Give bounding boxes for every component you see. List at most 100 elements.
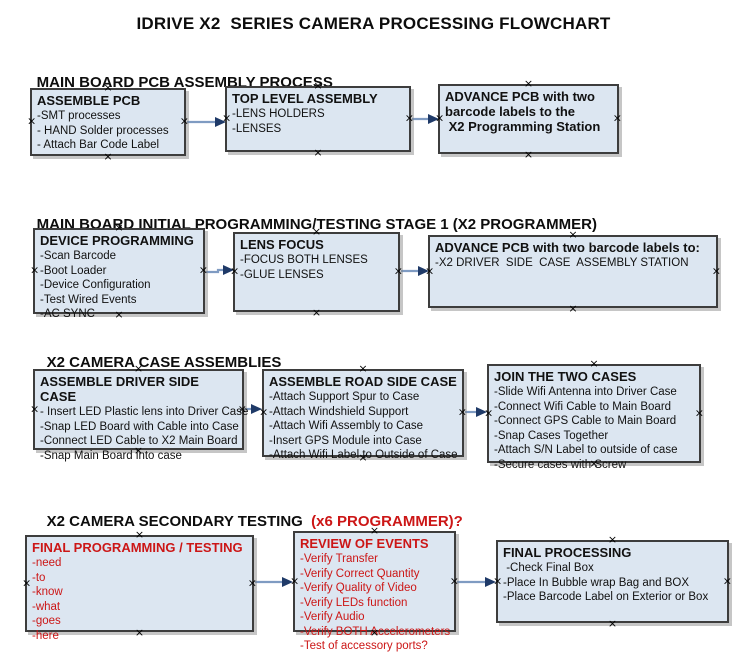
box-line-item: -Snap Cases Together xyxy=(494,429,609,442)
box-line-item: -Verify BOTH Accelerometers xyxy=(300,625,451,638)
anchor-handle-icon: × xyxy=(311,306,322,319)
box-lines: -SMT processes- HAND Solder processes- A… xyxy=(37,109,179,153)
box-line-item: -LENS HOLDERS xyxy=(232,108,325,120)
anchor-handle-icon: × xyxy=(103,81,113,94)
connector-arrow xyxy=(255,577,293,587)
flow-box-review-of-events: REVIEW OF EVENTS -Verify Transfer-Verify… xyxy=(290,525,459,652)
connector-arrow xyxy=(465,407,487,417)
anchor-handle-icon: × xyxy=(607,617,618,630)
box-line-item: - Attach Bar Code Label xyxy=(37,139,160,151)
box-title: LENS FOCUS xyxy=(240,237,324,252)
box-lines: -FOCUS BOTH LENSES -GLUE LENSES xyxy=(240,253,393,282)
box-line-item: - HAND Solder processes xyxy=(37,124,169,137)
anchor-handle-icon: × xyxy=(313,146,323,159)
anchor-handle-icon: × xyxy=(568,228,578,241)
box-line-item: -know xyxy=(32,586,63,598)
box-line-item: -need xyxy=(32,557,62,569)
anchor-handle-icon: × xyxy=(198,263,208,277)
box-title: ASSEMBLE DRIVER SIDE CASE xyxy=(40,374,203,404)
box-lines: -LENS HOLDERS -LENSES xyxy=(232,107,404,136)
box-line-item: -Connect GPS Cable to Main Board xyxy=(494,415,677,427)
box-line-item: -Verify LEDs function xyxy=(300,596,408,609)
anchor-handle-icon: × xyxy=(27,114,37,128)
box-lines: -Check Final Box-Place In Bubble wrap Ba… xyxy=(503,561,722,605)
anchor-handle-icon: × xyxy=(22,576,32,590)
heading-suffix: (x6 PROGRAMMER)? xyxy=(311,513,463,530)
box-line-item: -GLUE LENSES xyxy=(240,268,324,281)
box-line-item: -Slide Wifi Antenna into Driver Case xyxy=(494,386,677,398)
anchor-handle-icon: × xyxy=(134,528,145,541)
box-line-item: -Place Barcode Label on Exterior or Box xyxy=(503,591,709,603)
flow-box-lens-focus: LENS FOCUS -FOCUS BOTH LENSES -GLUE LENSE… xyxy=(230,226,403,318)
anchor-handle-icon: × xyxy=(711,264,721,278)
box-lines: -Scan Barcode-Boot Loader-Device Configu… xyxy=(40,249,198,322)
box-line-item: -AC SYNC xyxy=(40,308,95,320)
box-line-item: -Place In Bubble wrap Bag and BOX xyxy=(503,576,690,589)
box-line-item: -Verify Quality of Video xyxy=(300,582,417,594)
connector-arrow xyxy=(187,117,226,127)
heading-text: X2 CAMERA SECONDARY TESTING xyxy=(46,513,312,530)
anchor-handle-icon: × xyxy=(114,221,124,234)
box-line-item: -LENSES xyxy=(232,122,282,135)
box-line-item: -Test of accessory ports? xyxy=(300,640,428,652)
anchor-handle-icon: × xyxy=(449,574,459,588)
box-title: REVIEW OF EVENTS xyxy=(300,536,429,551)
box-line-item: -FOCUS BOTH LENSES xyxy=(240,254,368,266)
anchor-handle-icon: × xyxy=(589,457,599,470)
flow-box-final-processing: FINAL PROCESSING -Check Final Box-Place … xyxy=(493,534,732,629)
box-line-item: -Connect Wifi Cable to Main Board xyxy=(494,400,672,413)
box-title: DEVICE PROGRAMMING xyxy=(40,233,194,248)
box-line-item: -goes xyxy=(32,615,61,627)
anchor-handle-icon: × xyxy=(230,264,240,278)
box-line-item: -Attach Support Spur to Case xyxy=(269,391,420,403)
anchor-handle-icon: × xyxy=(523,77,534,90)
anchor-handle-icon: × xyxy=(589,357,599,370)
anchor-handle-icon: × xyxy=(393,264,403,278)
flow-box-assemble-driver-side-case: ASSEMBLE DRIVER SIDE CASE - Insert LED P… xyxy=(30,363,249,462)
box-line-item: -what xyxy=(32,600,61,613)
box-title: JOIN THE TWO CASES xyxy=(494,369,637,384)
anchor-handle-icon: × xyxy=(358,451,368,464)
anchor-handle-icon: × xyxy=(425,264,435,278)
box-lines: -Verify Transfer-Verify Correct Quantity… xyxy=(300,552,451,654)
box-title: FINAL PROCESSING xyxy=(503,545,632,560)
anchor-handle-icon: × xyxy=(133,362,144,375)
anchor-handle-icon: × xyxy=(369,626,380,639)
section-heading-secondary-testing: X2 CAMERA SECONDARY TESTING (x6 PROGRAMM… xyxy=(30,496,463,547)
box-line-item: -Attach Windshield Support xyxy=(269,405,409,418)
flow-box-assemble-pcb: ASSEMBLE PCB -SMT processes- HAND Solder… xyxy=(27,82,189,162)
anchor-handle-icon: × xyxy=(607,533,618,546)
flow-box-advance-pcb-driver-side-station: ADVANCE PCB with two barcode labels to: … xyxy=(425,229,721,314)
box-line-item: -Scan Barcode xyxy=(40,250,117,262)
anchor-handle-icon: × xyxy=(179,114,189,128)
anchor-handle-icon: × xyxy=(568,302,578,315)
box-lines: -X2 DRIVER SIDE CASE ASSEMBLY STATION xyxy=(435,256,711,271)
anchor-handle-icon: × xyxy=(435,111,445,125)
anchor-handle-icon: × xyxy=(694,406,704,420)
anchor-handle-icon: × xyxy=(30,402,40,416)
anchor-handle-icon: × xyxy=(103,150,113,163)
box-title: ADVANCE PCB with two barcode labels to: xyxy=(435,240,700,255)
anchor-handle-icon: × xyxy=(484,406,494,420)
box-line-item: -Snap Main Board into case xyxy=(40,449,182,462)
flow-box-top-level-assembly: TOP LEVEL ASSEMBLY -LENS HOLDERS-LENSES … xyxy=(222,80,414,158)
flow-box-assemble-road-side-case: ASSEMBLE ROAD SIDE CASE -Attach Support … xyxy=(259,363,467,463)
box-line-item: -Boot Loader xyxy=(40,264,107,277)
anchor-handle-icon: × xyxy=(134,626,145,639)
flow-box-final-programming-testing: FINAL PROGRAMMING / TESTING -need-to-kno… xyxy=(22,529,257,642)
box-line-item: -Secure cases with Screw xyxy=(494,458,627,471)
box-title: ASSEMBLE ROAD SIDE CASE xyxy=(269,374,457,389)
anchor-handle-icon: × xyxy=(358,362,368,375)
box-title: ADVANCE PCB with two barcode labels to t… xyxy=(445,89,601,134)
anchor-handle-icon: × xyxy=(612,111,622,125)
connector-arrow xyxy=(401,266,429,276)
anchor-handle-icon: × xyxy=(237,402,247,416)
flow-box-device-programming: DEVICE PROGRAMMING -Scan Barcode -Boot Lo… xyxy=(30,222,208,320)
anchor-handle-icon: × xyxy=(493,574,503,588)
box-title: TOP LEVEL ASSEMBLY xyxy=(232,91,378,106)
anchor-handle-icon: × xyxy=(311,225,322,238)
box-line-item: - Insert LED Plastic lens into Driver Ca… xyxy=(40,406,249,418)
box-line-item: -Attach Wifi Label to Outside of Case xyxy=(269,449,458,461)
anchor-handle-icon: × xyxy=(133,444,144,457)
